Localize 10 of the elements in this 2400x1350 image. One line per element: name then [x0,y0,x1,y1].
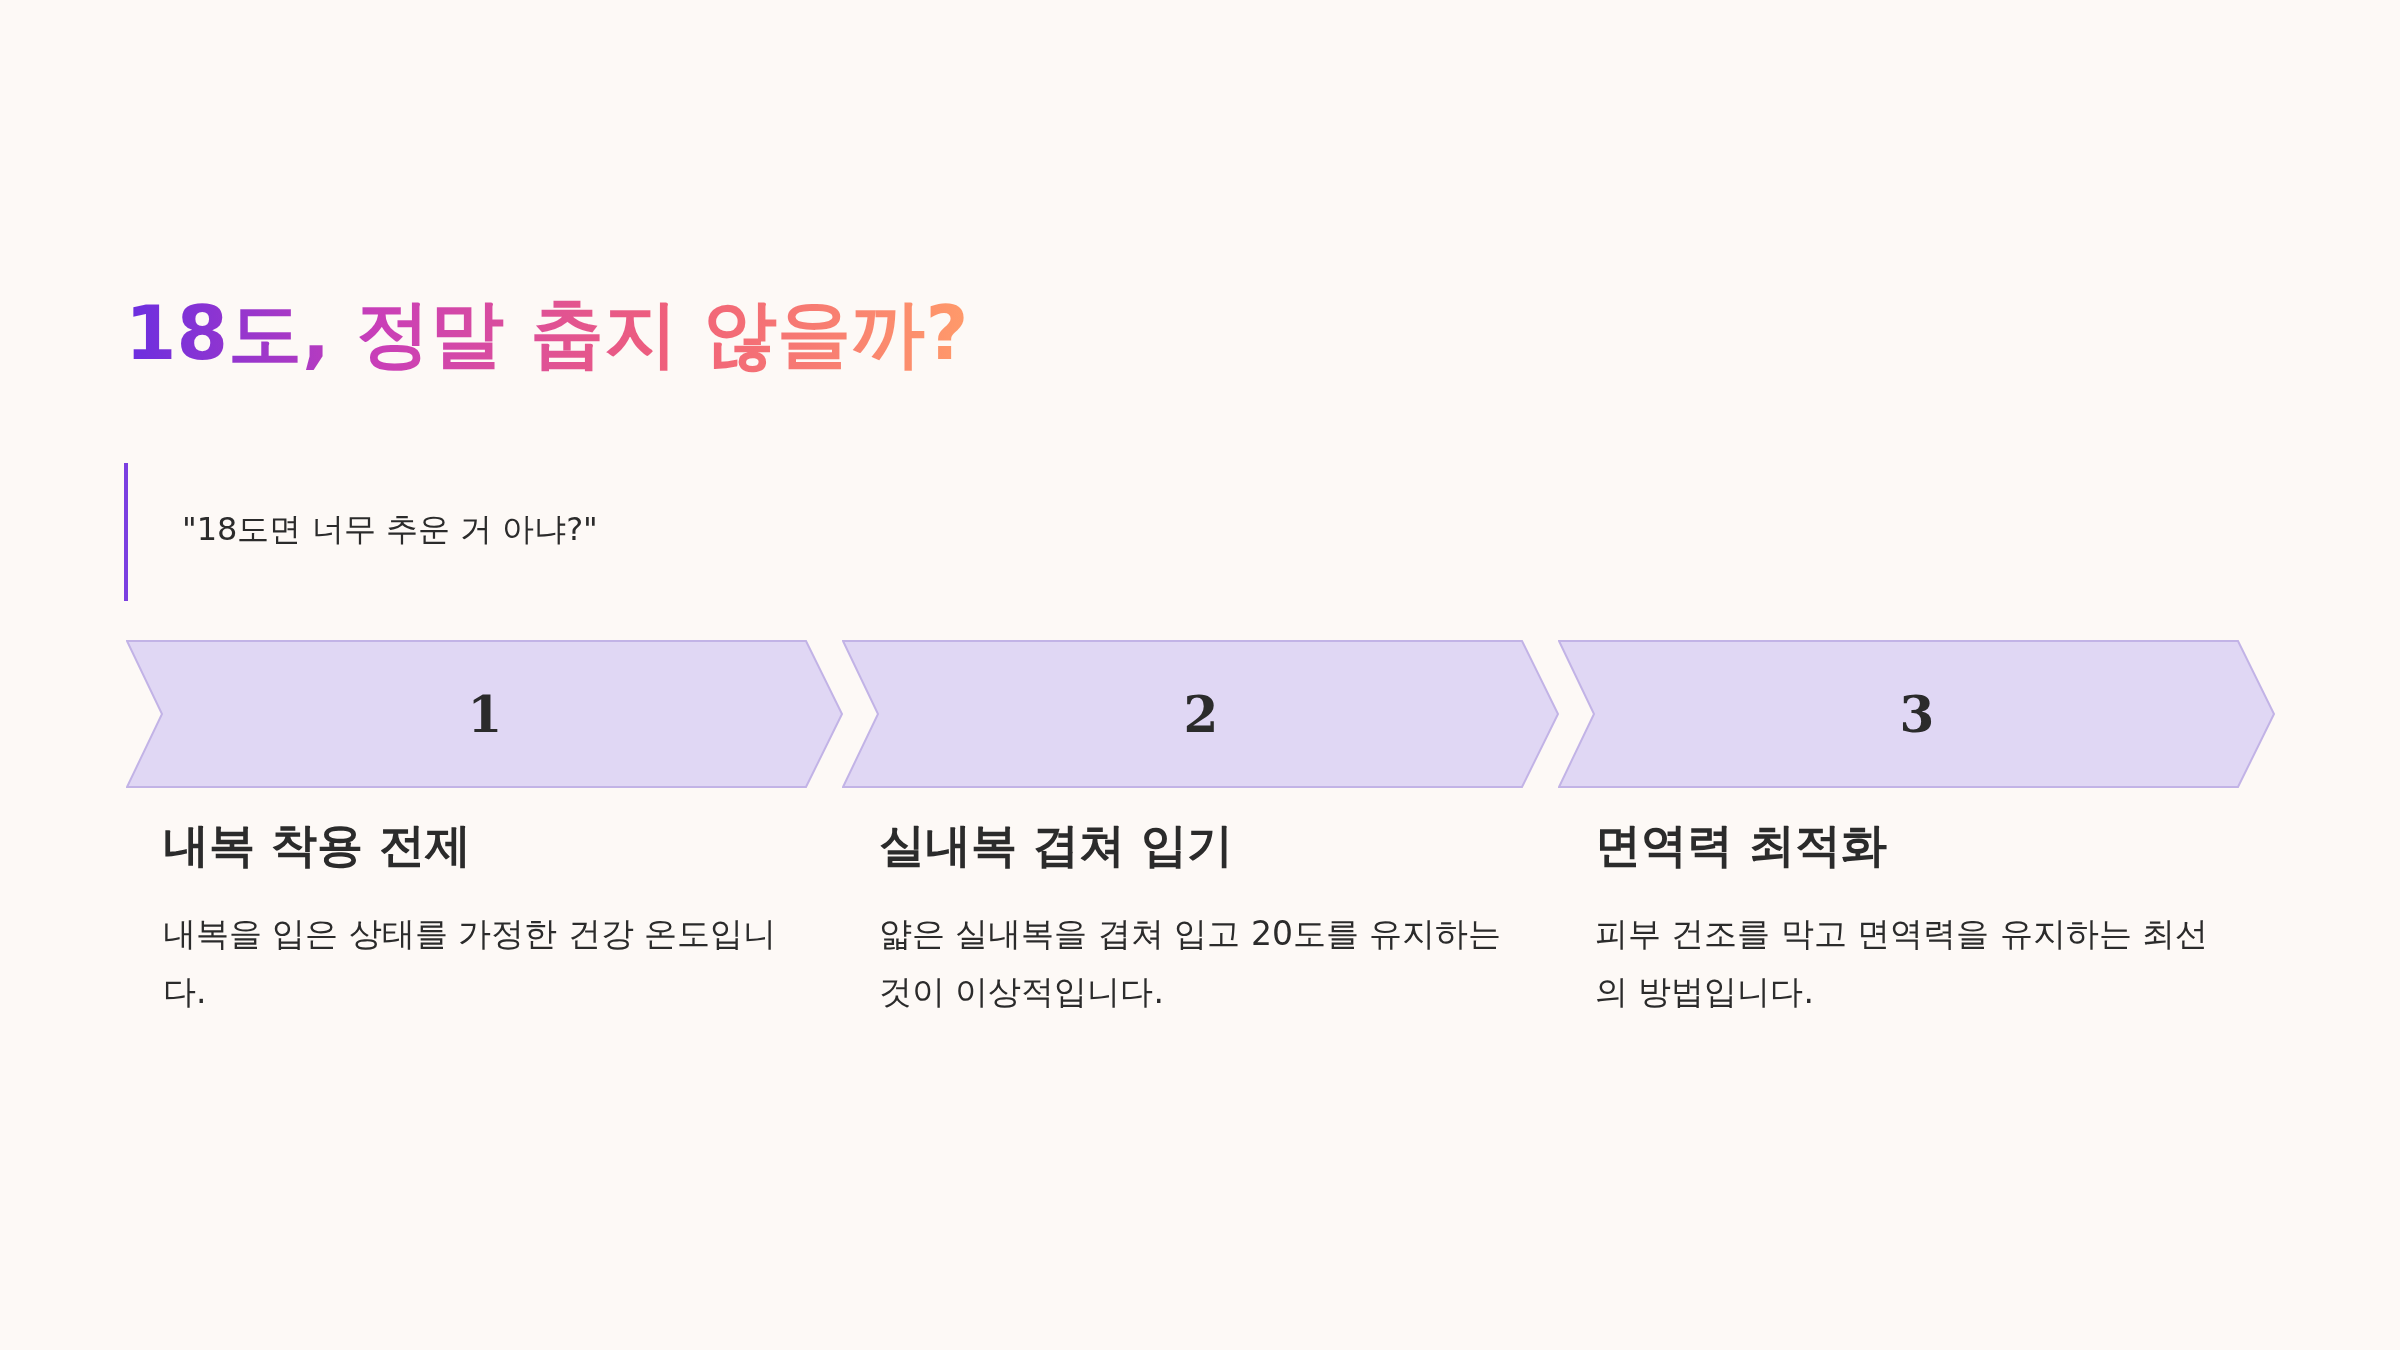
step-number: 1 [467,684,503,744]
step-number: 3 [1899,684,1935,744]
step-heading: 실내복 겹쳐 입기 [879,817,1234,874]
step-heading: 내복 착용 전제 [163,817,472,874]
step-number: 2 [1183,684,1219,744]
step-description: 내복을 입은 상태를 가정한 건강 온도입니다. [163,913,778,1013]
step-description: 피부 건조를 막고 면역력을 유지하는 최선의 방법입니다. [1595,913,2210,1013]
quote-text: "18도면 너무 추운 거 아냐?" [182,509,598,550]
step-description: 얇은 실내복을 겹쳐 입고 20도를 유지하는 것이 이상적입니다. [879,913,1503,1013]
step-heading: 면역력 최적화 [1595,817,1887,874]
